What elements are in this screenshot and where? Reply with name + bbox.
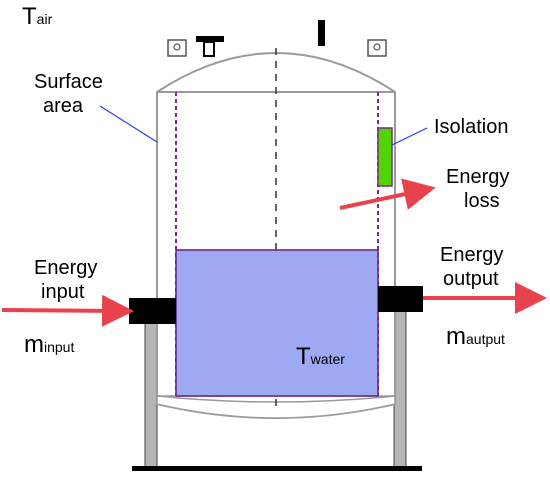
- fitting-hole-left: [173, 43, 181, 51]
- label-isolation: Isolation: [434, 116, 509, 138]
- fitting-hole-right: [373, 43, 381, 51]
- label-energy-output: Energy output: [440, 244, 509, 290]
- tank-top-vent: [318, 20, 325, 46]
- energy-input-arrow: [1, 294, 134, 327]
- tank-top-nozzle: [196, 36, 224, 42]
- tank-top-nozzle-neck: [203, 41, 215, 57]
- tank-top-fitting-right: [367, 39, 387, 57]
- tank-leg-left: [144, 319, 158, 471]
- label-energy-loss: Energy loss: [446, 166, 515, 212]
- input-connector: [129, 298, 176, 324]
- isolation-layer: [377, 127, 393, 187]
- label-t-water: Twater: [296, 343, 345, 370]
- label-surface-area: Surface area: [34, 71, 109, 117]
- label-m-output: mautput: [446, 323, 505, 350]
- isolation-callout: [391, 127, 428, 146]
- label-t-air: Tair: [22, 3, 53, 30]
- label-m-input: minput: [24, 331, 74, 358]
- output-connector: [378, 286, 423, 312]
- water-volume: [175, 249, 379, 397]
- surface-area-callout: [99, 105, 158, 143]
- tank-base: [132, 466, 422, 471]
- energy-loss-arrow: [339, 178, 436, 210]
- tank-bottom-band: [156, 395, 396, 419]
- label-energy-input: Energy input: [34, 257, 103, 303]
- tank-top-fitting-left: [167, 39, 187, 57]
